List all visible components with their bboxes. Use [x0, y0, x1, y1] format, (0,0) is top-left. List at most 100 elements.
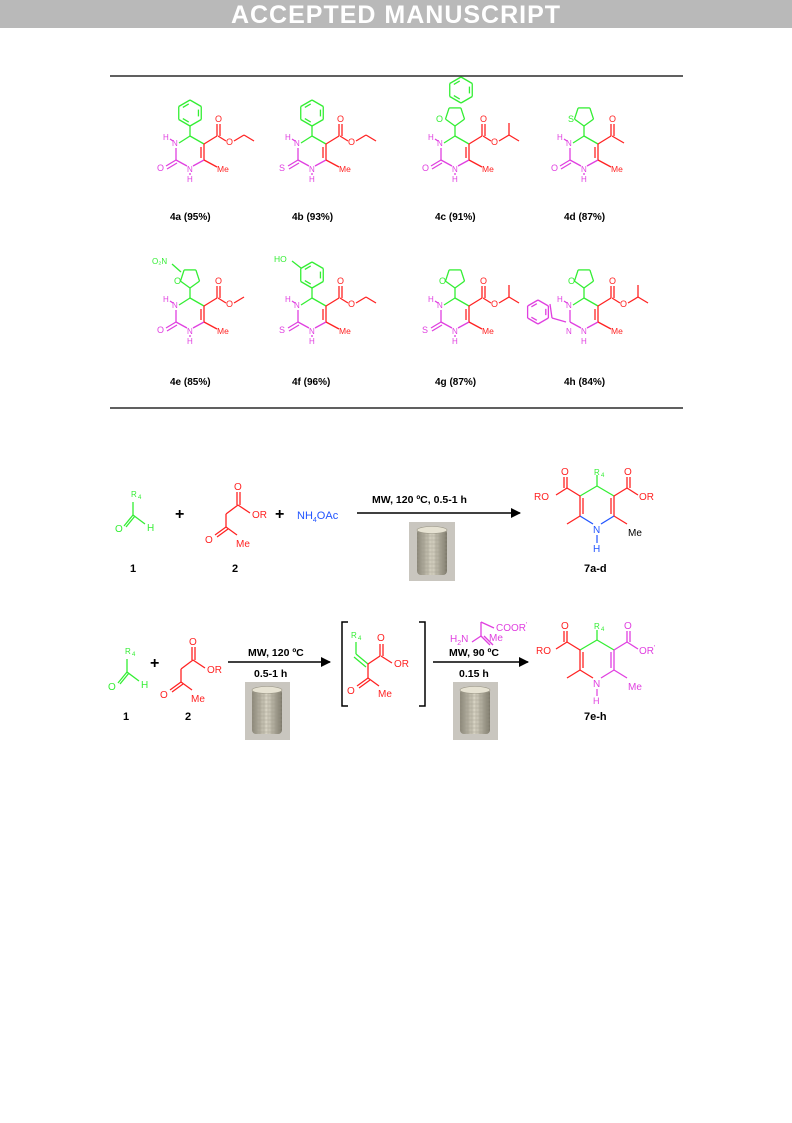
svg-text:H: H: [581, 175, 587, 184]
scheme2-conditions-2-bottom: 0.15 h: [459, 668, 489, 680]
svg-text:H: H: [147, 523, 154, 534]
svg-text:Me: Me: [482, 164, 494, 174]
svg-text:N: N: [581, 165, 587, 174]
aldehyde-structure: [123, 502, 146, 528]
svg-text:H: H: [163, 295, 169, 304]
svg-text:H: H: [285, 295, 291, 304]
ammonium-acetate-label: NH4OAc: [297, 510, 339, 524]
svg-text:R: R: [351, 631, 357, 640]
svg-text:Me: Me: [217, 164, 229, 174]
banner-text: ACCEPTED MANUSCRIPT: [230, 1, 562, 29]
svg-text:H: H: [428, 133, 434, 142]
svg-text:O: O: [337, 114, 344, 124]
svg-text:HO: HO: [274, 254, 287, 264]
svg-text:O: O: [620, 299, 627, 309]
svg-text:N: N: [452, 327, 458, 336]
monolith-photo-2: [245, 682, 290, 740]
svg-text:O: O: [480, 276, 487, 286]
svg-text:R: R: [594, 622, 600, 631]
svg-text:O: O: [609, 276, 616, 286]
svg-text:4: 4: [358, 636, 362, 642]
svg-text:RO: RO: [534, 492, 549, 503]
svg-text:H: H: [285, 133, 291, 142]
svg-text:N: N: [187, 165, 193, 174]
svg-text:OR: OR: [639, 492, 654, 503]
compound-caption: 4e (85%): [170, 377, 211, 388]
svg-text:O: O: [561, 621, 569, 632]
svg-text:R: R: [594, 468, 600, 477]
svg-text:O: O: [347, 686, 355, 697]
svg-text:O: O: [215, 114, 222, 124]
svg-text:O: O: [348, 299, 355, 309]
scheme2-product-label: 7e-h: [584, 711, 607, 723]
svg-text:N: N: [566, 139, 572, 148]
right-bracket: [419, 621, 426, 707]
dihydropyridine-product-1: [555, 475, 639, 525]
svg-text:OR: OR: [252, 510, 267, 521]
scheme1-label-2: 2: [232, 563, 238, 575]
svg-text:O: O: [157, 325, 164, 335]
svg-text:N: N: [172, 301, 178, 310]
svg-text:H: H: [452, 337, 458, 346]
svg-text:O: O: [561, 467, 569, 478]
svg-text:H: H: [187, 175, 193, 184]
svg-text:N: N: [187, 327, 193, 336]
svg-text:Me: Me: [628, 528, 642, 539]
monolith-photo: [409, 522, 455, 581]
svg-text:N: N: [437, 301, 443, 310]
svg-text:N: N: [452, 165, 458, 174]
svg-text:H2N: H2N: [450, 634, 468, 647]
svg-text:H: H: [163, 133, 169, 142]
svg-text:O: O: [215, 276, 222, 286]
svg-text:N: N: [294, 301, 300, 310]
scheme2-label-2: 2: [185, 711, 191, 723]
svg-text:S: S: [279, 325, 285, 335]
svg-text:R: R: [125, 647, 131, 656]
dihydropyridine-product-2: [555, 630, 639, 679]
knoevenagel-intermediate: [353, 642, 393, 689]
svg-text:Me: Me: [217, 326, 229, 336]
compound-caption: 4f (96%): [292, 377, 330, 388]
svg-text:H: H: [557, 295, 563, 304]
svg-text:O: O: [480, 114, 487, 124]
svg-text:O: O: [337, 276, 344, 286]
svg-text:O: O: [568, 276, 575, 286]
svg-text:4: 4: [138, 495, 142, 501]
svg-text:OR': OR': [639, 645, 655, 657]
svg-text:4: 4: [601, 473, 605, 479]
svg-text:Me: Me: [339, 326, 351, 336]
scheme1-label-1: 1: [130, 563, 136, 575]
svg-text:H: H: [593, 544, 600, 555]
svg-text:R: R: [131, 490, 137, 499]
svg-text:N: N: [593, 525, 600, 536]
svg-text:4: 4: [601, 627, 605, 633]
svg-text:O: O: [377, 633, 385, 644]
svg-text:Me: Me: [236, 539, 250, 550]
scheme-2: R 4 O H + O OR O Me MW, 120 ºC 0.5-1 h: [108, 621, 655, 740]
scheme2-label-1: 1: [123, 711, 129, 723]
svg-text:O: O: [624, 621, 632, 632]
scheme2-conditions-1-bottom: 0.5-1 h: [254, 668, 287, 680]
svg-text:N: N: [309, 165, 315, 174]
svg-text:+: +: [175, 506, 184, 523]
svg-text:H: H: [581, 337, 587, 346]
svg-text:N: N: [294, 139, 300, 148]
scheme-1: R 4 O H + O OR O Me + NH4OAc MW, 120 ºC,…: [115, 467, 654, 581]
svg-text:RO: RO: [536, 646, 551, 657]
svg-text:Me: Me: [611, 164, 623, 174]
svg-text:O: O: [609, 114, 616, 124]
svg-text:S: S: [279, 163, 285, 173]
svg-text:Me: Me: [339, 164, 351, 174]
aldehyde-structure-2: [117, 659, 140, 685]
svg-text:S: S: [568, 114, 574, 124]
svg-text:O: O: [491, 299, 498, 309]
svg-text:N: N: [309, 327, 315, 336]
scheme1-product-label: 7a-d: [584, 563, 607, 575]
svg-text:O: O: [115, 524, 123, 535]
ketoester-structure: [214, 492, 251, 538]
